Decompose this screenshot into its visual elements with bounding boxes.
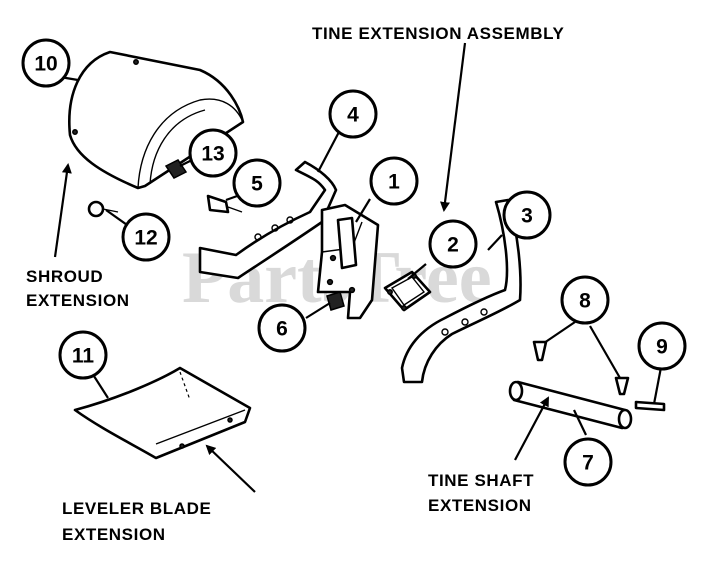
callout-7: 7 (563, 437, 613, 487)
svg-text:10: 10 (34, 53, 57, 76)
tine-shaft-part (508, 380, 633, 430)
svg-text:5: 5 (251, 173, 263, 196)
svg-text:9: 9 (656, 336, 668, 359)
callout-9: 9 (637, 321, 687, 371)
svg-text:3: 3 (521, 205, 533, 228)
callout-13: 13 (188, 128, 238, 178)
clip-9-part (634, 400, 666, 412)
svg-text:12: 12 (134, 227, 157, 250)
svg-text:6: 6 (276, 318, 288, 341)
svg-text:2: 2 (447, 234, 459, 257)
callout-2: 2 (428, 219, 478, 269)
svg-text:7: 7 (582, 452, 594, 475)
callout-8: 8 (560, 275, 610, 325)
svg-text:8: 8 (579, 290, 591, 313)
callout-3: 3 (502, 190, 552, 240)
leveler-label-line1: LEVELER BLADE (62, 499, 211, 518)
shroud-label-line1: SHROUD (26, 267, 103, 286)
hardware-parts (87, 159, 345, 311)
shroud-label-line2: EXTENSION (26, 291, 130, 310)
tine-shaft-label-line2: EXTENSION (428, 496, 532, 515)
tine-shaft-label-line1: TINE SHAFT (428, 471, 534, 490)
tine-4-part (198, 160, 338, 280)
svg-text:11: 11 (72, 345, 95, 368)
callout-5: 5 (232, 158, 282, 208)
callout-11: 11 (58, 330, 108, 380)
callout-4: 4 (328, 89, 378, 139)
svg-text:13: 13 (201, 143, 224, 166)
pins-8-part (532, 340, 630, 396)
svg-text:4: 4 (347, 104, 359, 127)
callout-12: 12 (121, 212, 171, 262)
callout-10: 10 (21, 38, 71, 88)
leveler-label-line2: EXTENSION (62, 525, 166, 544)
plate-2-part (383, 270, 432, 312)
tine-extension-assembly-label: TINE EXTENSION ASSEMBLY (312, 24, 565, 43)
shroud-extension-part (68, 50, 245, 190)
leveler-blade-part (73, 366, 252, 460)
callout-1: 1 (369, 156, 419, 206)
callout-6: 6 (257, 303, 307, 353)
svg-text:1: 1 (388, 171, 400, 194)
